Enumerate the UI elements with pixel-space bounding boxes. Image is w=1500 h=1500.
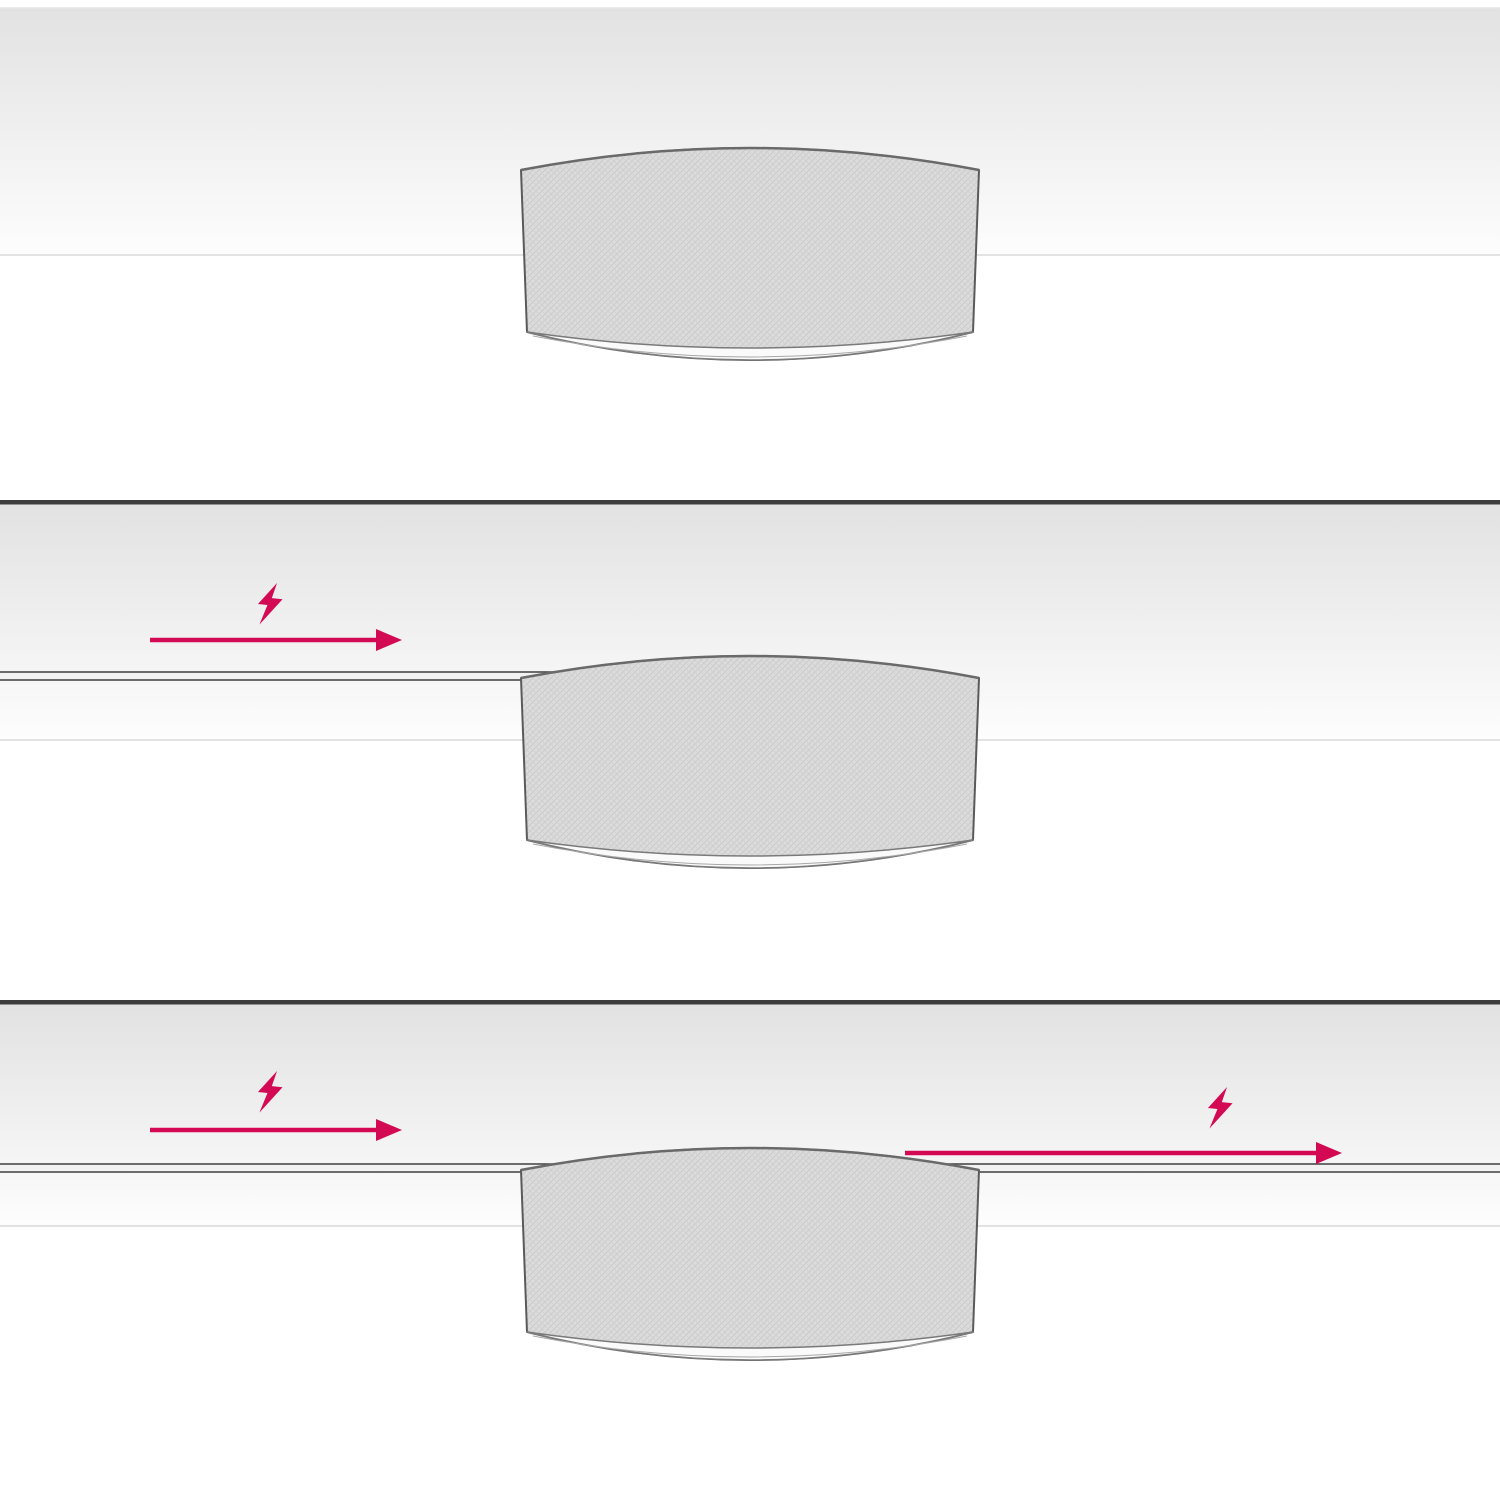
power-flow-arrow-head bbox=[376, 629, 402, 651]
panel-power-in-drawing bbox=[0, 500, 1500, 870]
drum-lampshade bbox=[519, 1146, 981, 1362]
panel-shade-only-drawing bbox=[0, 7, 1500, 362]
drum-lampshade bbox=[519, 146, 981, 362]
power-flow-right bbox=[905, 1085, 1342, 1164]
panel-power-pass-through bbox=[0, 1000, 1500, 1500]
panel-pass-through-drawing bbox=[0, 1000, 1500, 1362]
power-flow-left bbox=[150, 581, 402, 651]
panel-power-in-from-left bbox=[0, 500, 1500, 1000]
power-flow-arrow-head bbox=[1316, 1142, 1342, 1164]
drum-lampshade bbox=[519, 654, 981, 870]
panel-divider bbox=[0, 500, 1500, 505]
power-flow-left bbox=[150, 1069, 402, 1141]
panel-shade-only bbox=[0, 0, 1500, 500]
panel-divider bbox=[0, 1000, 1500, 1005]
power-flow-arrow-head bbox=[376, 1119, 402, 1141]
